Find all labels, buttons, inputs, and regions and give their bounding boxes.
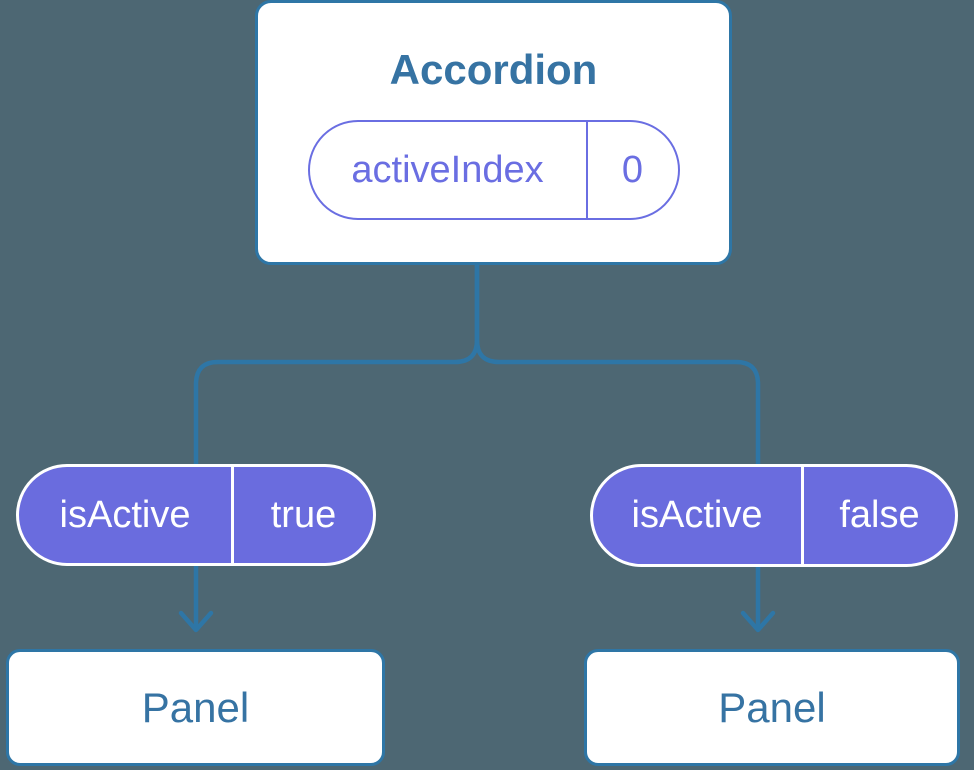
prop-pill-divider: [231, 467, 234, 563]
arrow-down-right-icon: [740, 560, 776, 633]
prop-pill-is-active-true: isActive true: [16, 464, 376, 566]
prop-pill-is-active-false: isActive false: [590, 464, 958, 567]
panel-title: Panel: [718, 683, 826, 731]
prop-value: true: [270, 493, 337, 536]
arrow-down-left-icon: [178, 560, 214, 633]
accordion-title: Accordion: [389, 46, 598, 93]
state-pill-divider: [585, 122, 588, 218]
prop-pill-divider: [801, 467, 804, 564]
state-value: 0: [621, 148, 644, 191]
panel-component-card-left: Panel: [6, 649, 385, 766]
state-pill: activeIndex 0: [307, 120, 680, 220]
prop-name: isActive: [631, 494, 763, 536]
panel-component-card-right: Panel: [584, 649, 960, 766]
prop-name: isActive: [59, 493, 191, 536]
connector-root-to-left-child: [193, 263, 480, 468]
connector-root-to-right-child: [474, 263, 761, 468]
connector-group: [178, 263, 776, 633]
panel-title: Panel: [141, 683, 250, 731]
accordion-component-card: Accordion activeIndex 0: [255, 0, 732, 265]
prop-value: false: [839, 494, 920, 536]
state-name: activeIndex: [351, 148, 544, 191]
